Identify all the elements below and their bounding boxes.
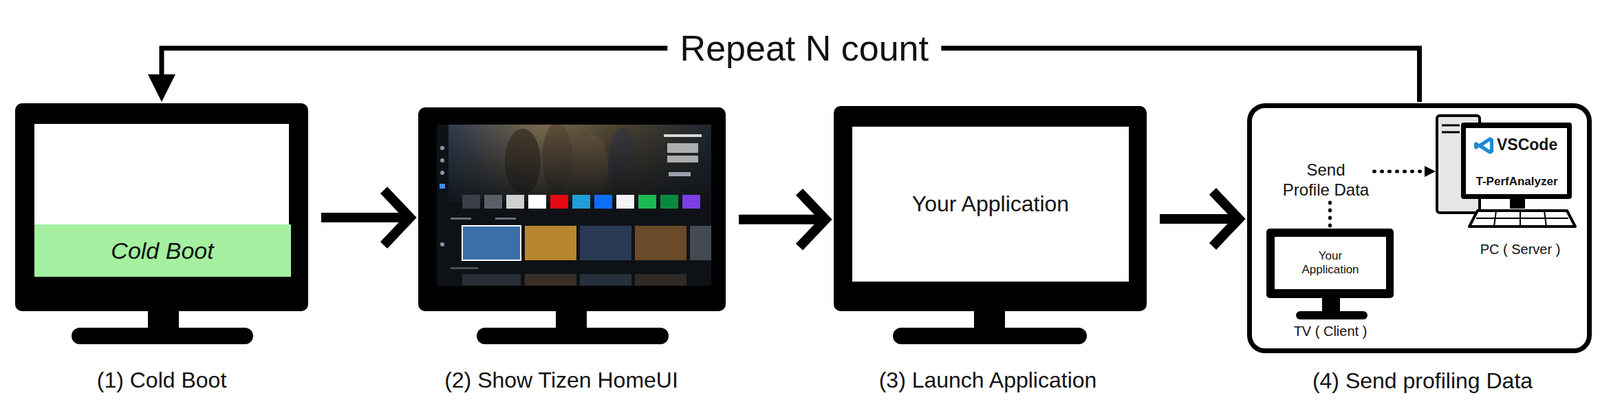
vscode-logo	[1474, 136, 1494, 155]
arrow-head	[799, 191, 826, 247]
monitor: (2) Show Tizen HomeUI	[418, 107, 726, 311]
arrow-head	[147, 74, 176, 102]
flow-arrow-line	[321, 212, 406, 223]
device-caption: PC ( Server )	[1480, 240, 1561, 258]
profiling-panel: Your ApplicationTV ( Client )VSCodeT-Per…	[1247, 103, 1592, 353]
device-caption: TV ( Client )	[1293, 322, 1368, 340]
connector	[1159, 191, 1239, 247]
screen-label: Your Application	[1292, 249, 1369, 278]
tool-name: T-PerfAnalyzer	[1475, 174, 1558, 189]
pc-illustration	[1436, 115, 1576, 227]
monitor: Cold Boot(1) Cold Boot	[15, 103, 309, 311]
step-caption: (4) Send profiling Data	[1312, 367, 1533, 394]
screen-label: Your Application	[912, 190, 1069, 217]
tv-client: Your ApplicationTV ( Client )	[1266, 228, 1394, 298]
pc-server: VSCodeT-PerfAnalyzerPC ( Server )	[1436, 115, 1576, 230]
step-caption: (3) Launch Application	[879, 366, 1098, 393]
monitor: Your Application(3) Launch Application	[833, 105, 1147, 311]
homeui-screenshot	[436, 122, 712, 286]
arrow-head	[1424, 165, 1436, 177]
step-caption: (2) Show Tizen HomeUI	[444, 366, 679, 393]
flow-label: Send Profile Data	[1282, 160, 1371, 201]
screen-label: Cold Boot	[110, 236, 214, 265]
connector	[738, 191, 826, 247]
arrow-head	[383, 189, 410, 245]
cold-boot-band: Cold Boot	[34, 224, 291, 277]
connector	[321, 189, 410, 245]
flow-arrow-line	[738, 214, 822, 225]
step-caption: (1) Cold Boot	[96, 366, 227, 393]
app-name: VSCode	[1496, 135, 1558, 155]
flow-arrow-line	[1159, 213, 1235, 224]
loop-label: Repeat N count	[667, 26, 942, 70]
arrow-head	[1212, 191, 1239, 247]
